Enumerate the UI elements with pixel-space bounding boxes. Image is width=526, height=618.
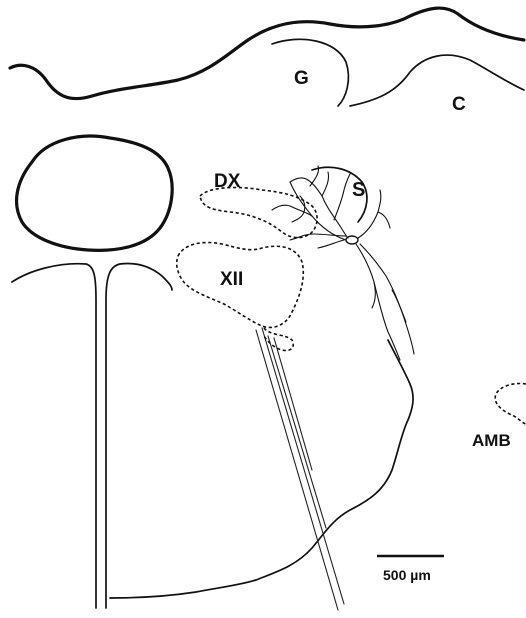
label-s: S: [352, 179, 365, 201]
label-c: C: [452, 94, 466, 115]
dorsal-surface-outline: [10, 8, 524, 99]
neuron-drawing: [272, 166, 414, 360]
label-dx: DX: [214, 171, 241, 192]
xii-nucleus-tail: [264, 328, 293, 351]
amb-nucleus-outline: [495, 383, 526, 424]
gracile-boundary: [272, 39, 348, 106]
neuron-dendrite: [292, 196, 305, 222]
neuron-dendrite: [378, 212, 390, 228]
neuron-axon: [360, 244, 414, 354]
fiber-tract-line: [262, 328, 344, 604]
neuron-axon: [372, 282, 375, 308]
cuneate-boundary: [350, 55, 524, 106]
label-xii: XII: [220, 269, 243, 290]
scale-bar-label: 500 µm: [383, 567, 431, 583]
neuron-dendrite: [272, 205, 312, 216]
dx-nucleus-outline: [200, 188, 317, 238]
fiber-tract-line: [274, 338, 312, 470]
median-right-contour: [106, 264, 172, 609]
median-left-contour: [12, 264, 96, 608]
neuron-dendrite: [334, 174, 350, 220]
neuron-axon: [356, 244, 400, 360]
fiber-tract-line: [268, 336, 326, 528]
neuron-dendrite: [318, 240, 344, 248]
label-amb: AMB: [472, 431, 511, 450]
central-canal-outline: [17, 136, 173, 250]
neuron-dendrite: [322, 172, 329, 196]
neuron-axon: [392, 290, 406, 322]
label-g: G: [294, 68, 309, 89]
fiber-tract-line: [256, 330, 338, 610]
lateral-contour: [110, 340, 413, 598]
neuron-dendrite: [290, 178, 322, 196]
